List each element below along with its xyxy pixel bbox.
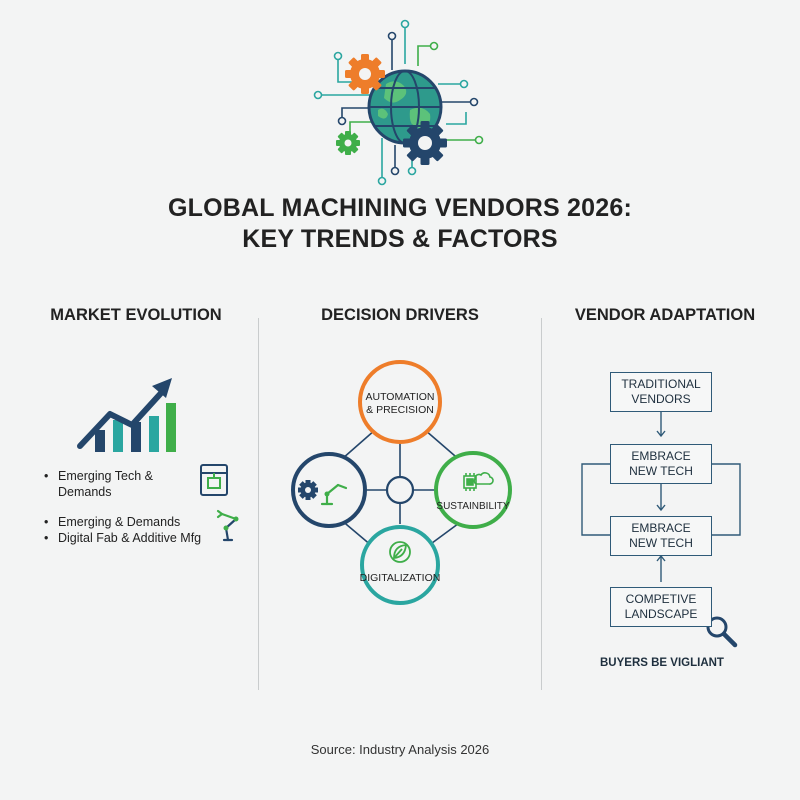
page-title: GLOBAL MACHINING VENDORS 2026: KEY TREND… bbox=[0, 193, 800, 255]
bullet-dot: • bbox=[44, 515, 49, 529]
column-divider-right bbox=[541, 318, 542, 690]
node-automation-tech bbox=[291, 452, 367, 528]
flow-box-3-line-2: NEW TECH bbox=[629, 536, 693, 550]
node-automation-precision bbox=[358, 360, 442, 444]
flow-box-3-line-1: EMBRACE bbox=[631, 521, 691, 535]
node-sustainability bbox=[434, 451, 512, 529]
gear-icon bbox=[298, 480, 318, 500]
title-line-1: GLOBAL MACHINING VENDORS 2026: bbox=[168, 194, 632, 222]
flow-box-2-line-1: EMBRACE bbox=[631, 449, 691, 463]
node-automation-label-line-2: & PRECISION bbox=[366, 404, 434, 416]
flow-box-competive-landscape: COMPETIVE LANDSCAPE bbox=[610, 587, 712, 627]
flow-box-2-line-2: NEW TECH bbox=[629, 464, 693, 478]
robot-arm-icon bbox=[216, 509, 239, 542]
bullet-item-3-text: Digital Fab & Additive Mfg bbox=[58, 531, 202, 545]
chip-icon bbox=[463, 472, 494, 491]
bullet-item-1-line-1: Emerging Tech & bbox=[58, 469, 153, 483]
heading-decision-drivers: DECISION DRIVERS bbox=[321, 306, 479, 324]
flow-box-4-line-2: LANDSCAPE bbox=[624, 607, 698, 621]
bullet-dot: • bbox=[44, 531, 49, 545]
heading-vendor-adaptation: VENDOR ADAPTATION bbox=[574, 306, 756, 324]
bullet-dot: • bbox=[44, 469, 49, 483]
flow-box-embrace-new-tech-2: EMBRACE NEW TECH bbox=[610, 516, 712, 556]
circuit-lines bbox=[313, 19, 484, 186]
node-digitalization bbox=[360, 525, 440, 605]
bullet-item-3: • Digital Fab & Additive Mfg bbox=[44, 530, 201, 546]
gear-icon-orange bbox=[345, 54, 385, 94]
buyers-warning: BUYERS BE VIGLIANT bbox=[600, 657, 724, 669]
3d-printer-icon bbox=[200, 464, 228, 496]
node-automation-label: AUTOMATION & PRECISION bbox=[350, 391, 450, 417]
flow-box-1-line-1: TRADITIONAL bbox=[621, 377, 701, 391]
node-automation-label-line-1: AUTOMATION bbox=[365, 391, 435, 403]
bullet-item-2-text: Emerging & Demands bbox=[58, 515, 181, 529]
node-digitalization-label: DIGITALIZATION bbox=[359, 572, 441, 584]
heading-market-evolution: MARKET EVOLUTION bbox=[50, 306, 222, 324]
column-divider-left bbox=[258, 318, 259, 690]
flow-box-1-line-2: VENDORS bbox=[631, 392, 691, 406]
flow-box-4-line-1: COMPETIVE bbox=[625, 592, 697, 606]
flow-box-traditional-vendors: TRADITIONAL VENDORS bbox=[610, 372, 712, 412]
flow-box-embrace-new-tech-1: EMBRACE NEW TECH bbox=[610, 444, 712, 484]
magnifier-icon bbox=[706, 616, 738, 648]
source-note: Source: Industry Analysis 2026 bbox=[310, 742, 490, 757]
gear-icon-green bbox=[336, 131, 360, 155]
bullet-item-1: • Emerging Tech & Demands bbox=[44, 468, 153, 500]
gear-icon-navy bbox=[403, 121, 447, 165]
leaf-icon bbox=[389, 541, 411, 563]
node-sustainability-label: SUSTAINBILITY bbox=[436, 501, 510, 512]
bullet-item-2: • Emerging & Demands bbox=[44, 514, 180, 530]
center-hub-node bbox=[385, 475, 415, 505]
bullet-item-1-line-2: Demands bbox=[58, 485, 112, 499]
title-line-2: KEY TRENDS & FACTORS bbox=[242, 225, 558, 253]
growth-chart-icon bbox=[77, 378, 176, 452]
robot-arm-icon bbox=[320, 483, 348, 506]
